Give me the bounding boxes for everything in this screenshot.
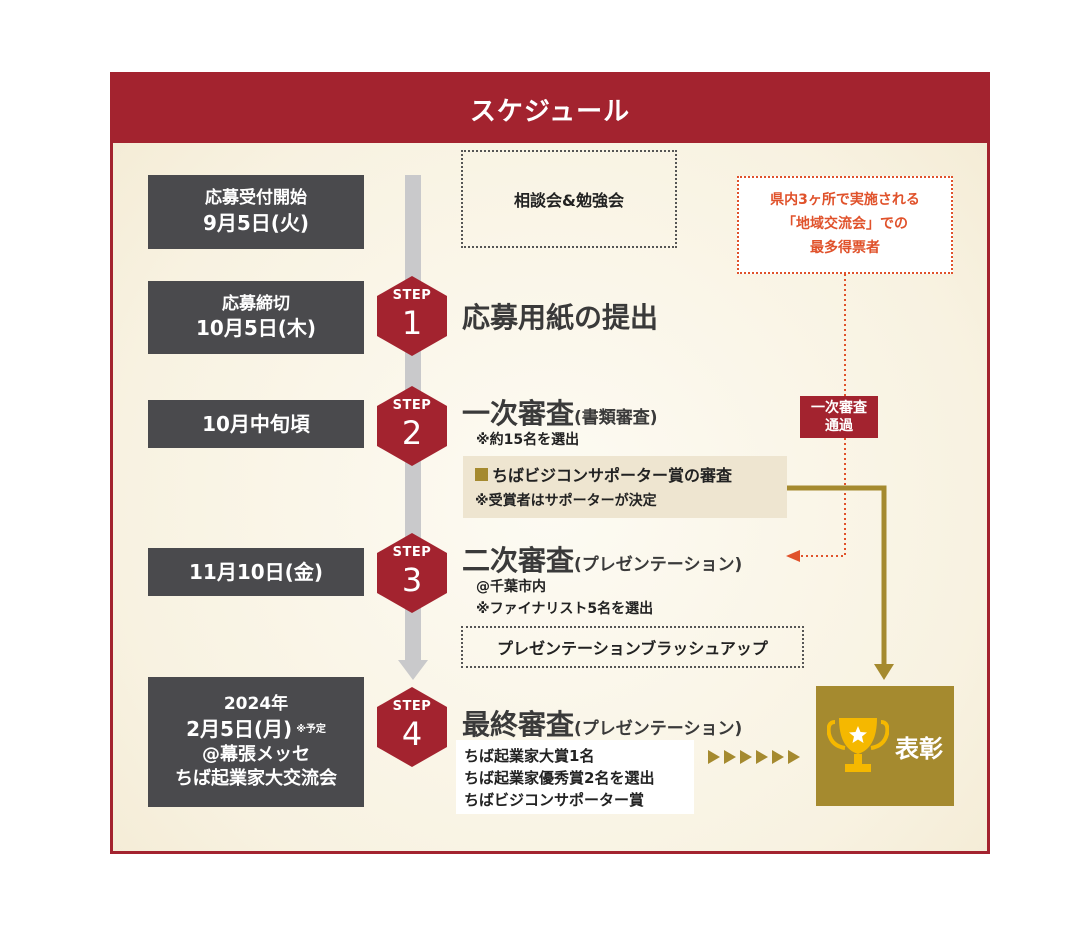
date-venue: @幕張メッセ [202, 743, 310, 765]
award-item: ちばビジコンサポーター賞 [464, 790, 645, 809]
tentative-note: ※予定 [296, 724, 326, 736]
arrow-down-icon [874, 664, 894, 680]
brushup-box: プレゼンテーションブラッシュアップ [461, 626, 804, 668]
date-year: 2024年 [223, 693, 289, 714]
step-label: STEP [392, 398, 432, 413]
arrow-right-icon [708, 750, 800, 764]
consultation-box: 相談会&勉強会 [461, 150, 677, 248]
step-label: STEP [392, 699, 432, 714]
step-title: 一次審査 [462, 397, 575, 430]
arrow-left-icon [786, 550, 800, 562]
step-3-heading: 二次審査(プレゼンテーション) [462, 539, 742, 579]
date-value: 10月5日(木) [195, 316, 317, 341]
step-3-badge: STEP 3 [377, 533, 447, 613]
date-value: 10月中旬頃 [202, 411, 310, 436]
regional-line: 県内3ヶ所で実施される [770, 192, 920, 209]
award-item: ちば起業家優秀賞2名を選出 [464, 768, 655, 787]
step-number: 2 [401, 414, 423, 452]
final-awards-list: ちば起業家大賞1名 ちば起業家優秀賞2名を選出 ちばビジコンサポーター賞 [456, 740, 694, 814]
step-title: 二次審査 [462, 544, 575, 577]
step-4-badge: STEP 4 [377, 687, 447, 767]
step-subtitle: (プレゼンテーション) [574, 719, 743, 739]
first-review-pass-badge: 一次審査 通過 [800, 396, 878, 438]
step-subtitle: (プレゼンテーション) [574, 555, 743, 575]
step-3-note: ※ファイナリスト5名を選出 [476, 601, 654, 617]
pass-label-line: 通過 [825, 418, 853, 434]
date-label: 応募締切 [222, 293, 290, 314]
square-bullet-icon [475, 467, 488, 481]
supporter-review-title: ちばビジコンサポーター賞の審査 [492, 466, 733, 485]
step-3-venue: @千葉市内 [476, 579, 546, 595]
step-2-note: ※約15名を選出 [476, 432, 580, 448]
step-1-heading: 応募用紙の提出 [462, 296, 658, 336]
supporter-review-box: ちばビジコンサポーター賞の審査 ※受賞者はサポーターが決定 [463, 456, 787, 518]
award-item: ちば起業家大賞1名 [464, 747, 595, 765]
date-value: 11月10日(金) [189, 559, 323, 584]
step-title: 最終審査 [462, 708, 575, 741]
step-2-heading: 一次審査(書類審査) [462, 392, 658, 432]
step-subtitle: (書類審査) [574, 408, 658, 428]
date-value: 9月5日(火) [202, 210, 310, 235]
step-label: STEP [392, 288, 432, 303]
step-label: STEP [392, 545, 432, 560]
step-number: 4 [401, 715, 423, 753]
regional-line: 「地域交流会」での [782, 216, 908, 233]
step-2-badge: STEP 2 [377, 386, 447, 466]
step-title: 応募用紙の提出 [462, 301, 659, 334]
step-number: 3 [401, 561, 423, 599]
award-label: 表彰 [895, 734, 943, 763]
date-box-final: 2024年 2月5日(月)※予定 @幕張メッセ ちば起業家大交流会 [148, 677, 364, 807]
step-4-heading: 最終審査(プレゼンテーション) [462, 703, 742, 743]
date-label: 応募受付開始 [205, 188, 307, 209]
date-value: 2月5日(月) [186, 716, 293, 741]
date-event: ちば起業家大交流会 [175, 767, 337, 789]
regional-line-bottom [800, 438, 846, 557]
supporter-review-note: ※受賞者はサポーターが決定 [475, 493, 657, 509]
regional-line: 最多得票者 [810, 239, 880, 256]
regional-exchange-box: 県内3ヶ所で実施される 「地域交流会」での 最多得票者 [737, 176, 953, 274]
date-box-deadline: 応募締切 10月5日(木) [148, 281, 364, 354]
date-box-mid-october: 10月中旬頃 [148, 400, 364, 448]
arrow-down-icon [398, 660, 428, 680]
date-box-application-start: 応募受付開始 9月5日(火) [148, 175, 364, 249]
date-box-nov-10: 11月10日(金) [148, 548, 364, 596]
schedule-title: スケジュール [113, 75, 987, 143]
pass-label-line: 一次審査 [811, 399, 867, 416]
supporter-line [787, 485, 887, 666]
step-1-badge: STEP 1 [377, 276, 447, 356]
award-box: 表彰 [816, 686, 954, 806]
trophy-icon [827, 718, 889, 772]
step-number: 1 [401, 304, 423, 342]
